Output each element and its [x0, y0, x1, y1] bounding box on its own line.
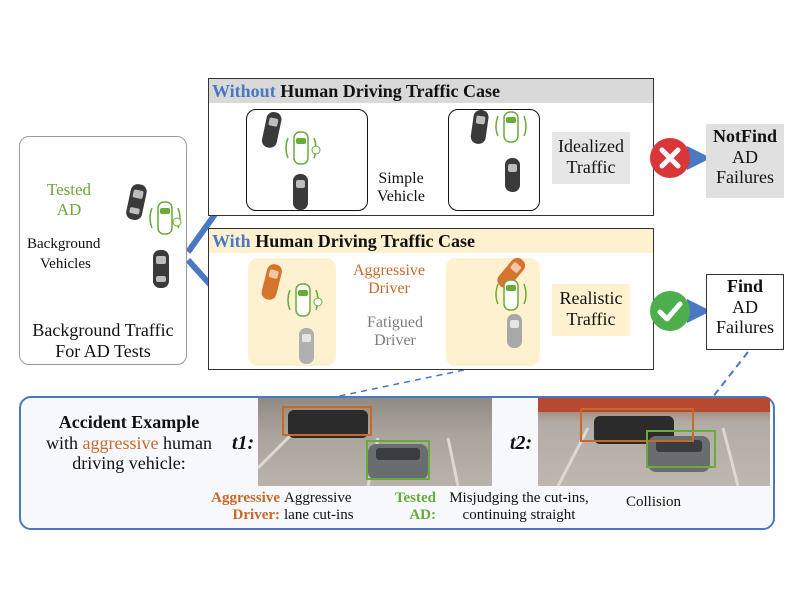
- car-icon: [505, 158, 520, 192]
- cross-icon: [650, 138, 690, 178]
- t1-aggressive-box: [282, 406, 372, 436]
- t2-label: t2:: [510, 432, 533, 454]
- idealized-traffic-box: [552, 132, 630, 184]
- aggressive-car-icon: [261, 264, 282, 300]
- background-car-icon-1: [126, 184, 147, 221]
- tested-ad-label: Tested AD: [46, 180, 92, 219]
- with-case-header-bg: [209, 229, 653, 253]
- realistic-traffic-label: Realistic Traffic: [559, 288, 623, 329]
- aggressive-driver-label: Aggressive Driver: [353, 262, 425, 298]
- fatigued-car-icon: [507, 314, 522, 348]
- without-case-header-bg: [209, 79, 653, 103]
- car-icon: [261, 112, 282, 148]
- background-vehicles-label-2: Vehicles: [40, 256, 91, 272]
- find-result-box: [706, 274, 784, 350]
- find-result-label: Find AD Failures: [716, 276, 774, 338]
- notfind-result-box: [706, 124, 784, 198]
- background-vehicles-label-1: Background: [27, 236, 101, 254]
- fatigued-car-icon: [299, 328, 314, 364]
- aggressive-driver-tag: Aggressive Driver:: [211, 490, 280, 524]
- tested-ad-car-icon: [287, 283, 323, 317]
- with-scene-1: [248, 258, 336, 366]
- notfind-result-label: NotFind AD Failures: [712, 126, 777, 188]
- tested-ad-car-icon: [495, 279, 527, 311]
- tested-ad-tag: Tested AD:: [394, 490, 436, 524]
- t2-aggressive-box: [580, 408, 694, 442]
- background-traffic-caption: Background Traffic For AD Tests: [32, 320, 174, 361]
- t2-tested-box: [646, 430, 716, 468]
- dashed-right: [711, 351, 749, 399]
- fatigued-driver-label: Fatigued Driver: [356, 314, 434, 351]
- simple-vehicle-label: Simple Vehicle: [372, 170, 430, 207]
- car-icon: [293, 174, 308, 210]
- t1-label: t1:: [232, 432, 255, 454]
- t1-scene-image: [258, 398, 492, 486]
- idealized-traffic-label: Idealized Traffic: [558, 136, 624, 177]
- check-icon: [650, 291, 690, 331]
- tested-ad-car-icon: [495, 111, 527, 143]
- t1-tested-box: [366, 440, 430, 480]
- background-car-icon-2: [153, 250, 169, 288]
- tested-ad-desc: Misjudging the cut-ins, continuing strai…: [449, 490, 589, 524]
- car-icon: [470, 109, 489, 144]
- tested-ad-car-icon: [285, 131, 321, 165]
- without-case-title: Without Human Driving Traffic Case: [212, 81, 501, 101]
- without-scene-2: [448, 109, 540, 211]
- realistic-traffic-box: [552, 284, 630, 336]
- with-case-title: With Human Driving Traffic Case: [212, 231, 476, 251]
- with-scene-2: [446, 258, 540, 366]
- aggressive-driver-desc: Aggressive lane cut-ins: [284, 490, 354, 524]
- collision-label: Collision: [626, 494, 682, 510]
- aggressive-car-icon: [497, 257, 526, 288]
- accident-description: Accident Example with aggressive human d…: [46, 412, 212, 474]
- tested-ad-car-icon: [149, 201, 182, 235]
